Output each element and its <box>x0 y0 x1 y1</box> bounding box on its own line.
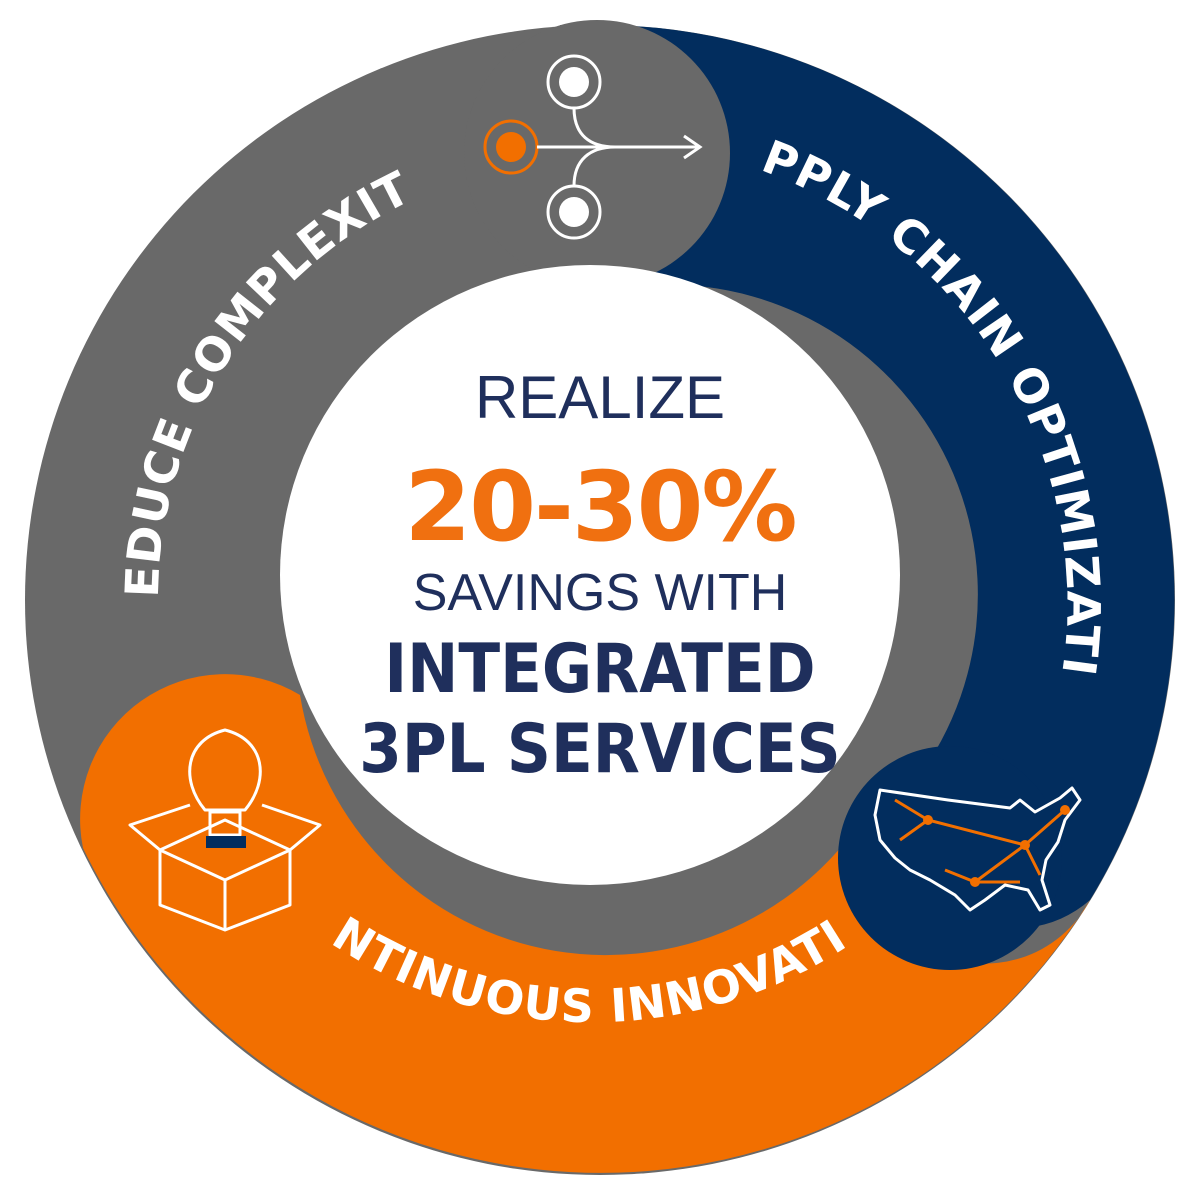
branching-arrow-icon <box>483 54 703 240</box>
continuous-innovation-segment <box>80 674 1090 1173</box>
center-line-realize: REALIZE <box>475 364 725 431</box>
supply-chain-segment <box>600 25 1175 929</box>
center-circle <box>280 265 900 885</box>
reduce-complexity-bulb <box>464 20 730 286</box>
center-line-3pl-services: 3PL SERVICES <box>359 710 840 789</box>
supply-chain-segment-end <box>838 746 1062 970</box>
center-line-integrated: INTEGRATED <box>384 630 815 709</box>
center-line-percentage: 20-30% <box>404 451 795 563</box>
usa-route-map-icon <box>873 786 1082 912</box>
lightbulb-box-icon <box>128 728 322 932</box>
center-line-savings: SAVINGS WITH <box>413 564 788 622</box>
